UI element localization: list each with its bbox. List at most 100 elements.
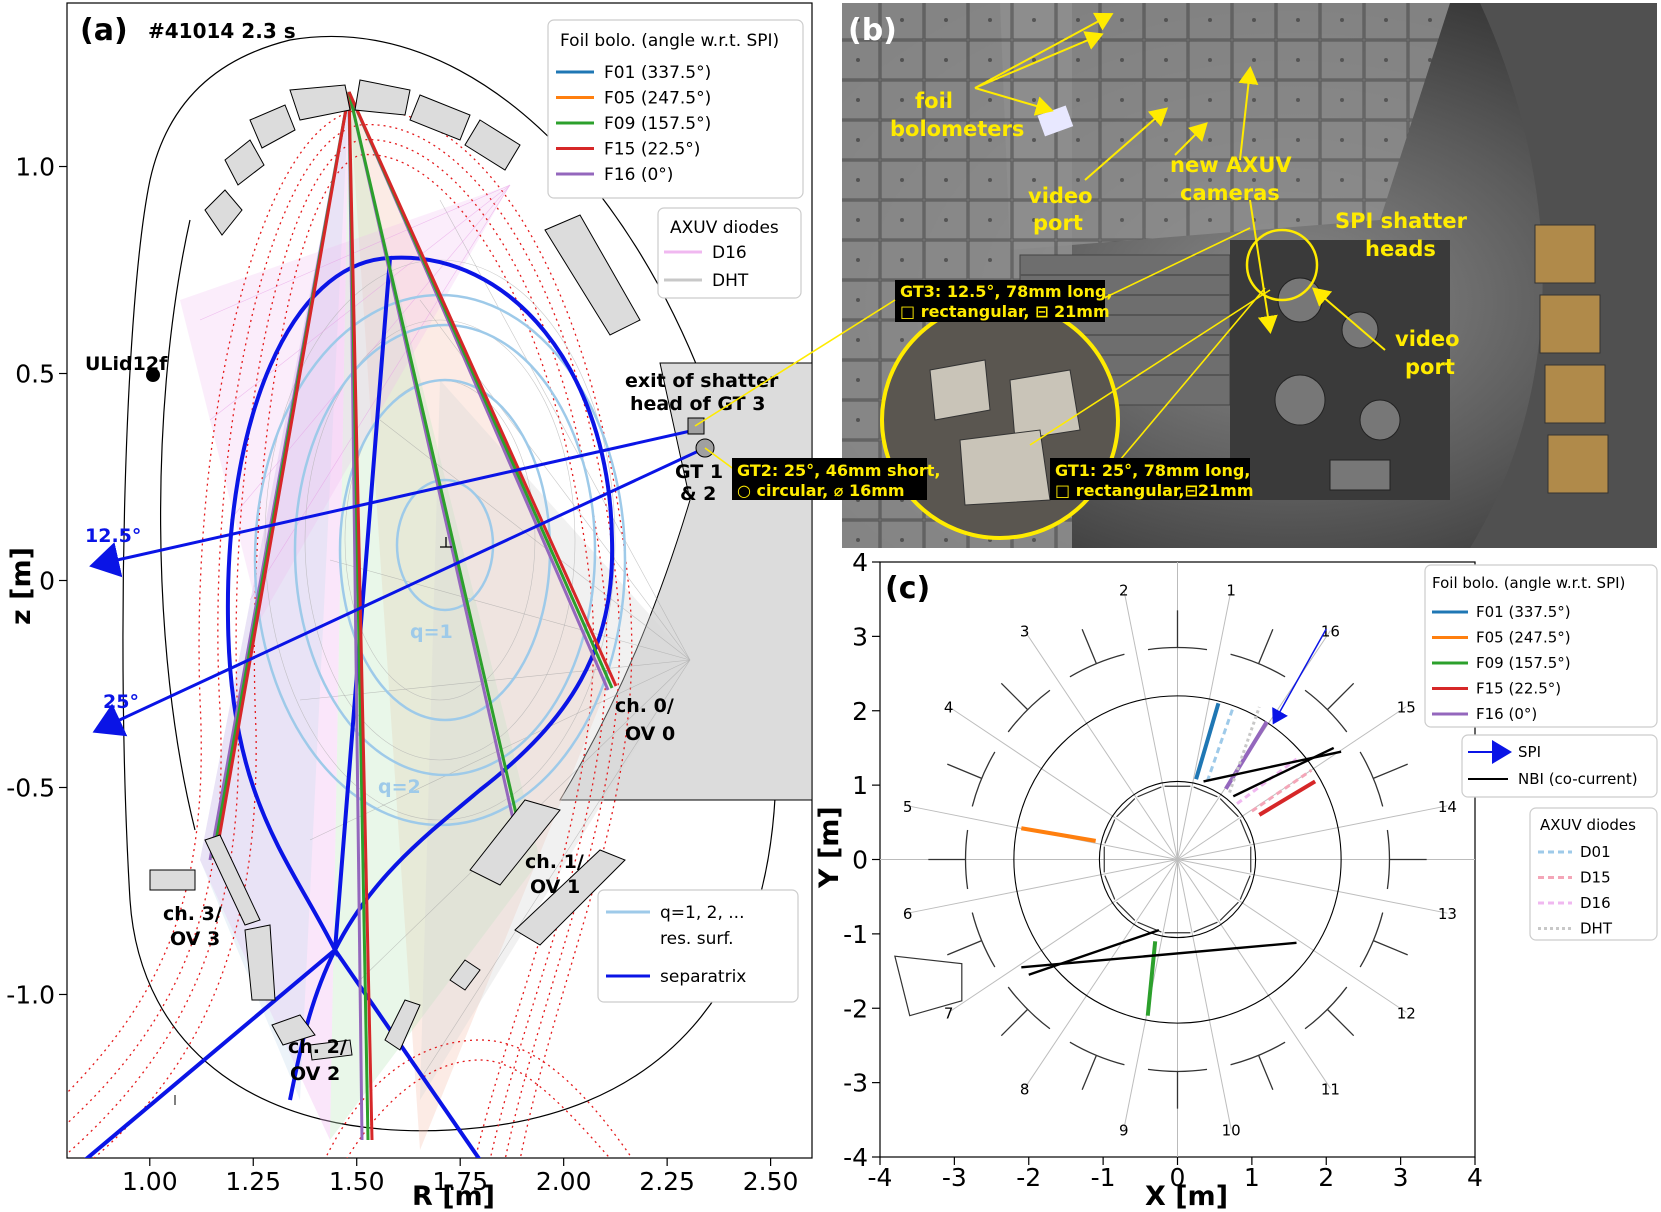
panel-a-ylabel: z [m] bbox=[6, 547, 37, 625]
divertor-structure bbox=[149, 869, 196, 1105]
c-inner-wall-segment bbox=[1219, 798, 1239, 818]
panel-c-xtick-label: 0 bbox=[1170, 1163, 1186, 1192]
panel-a-ytick-label: -0.5 bbox=[6, 773, 55, 802]
c-sector-label: 3 bbox=[1020, 623, 1030, 641]
gt12-label-2: & 2 bbox=[680, 483, 716, 505]
foil-sightlines bbox=[208, 91, 618, 1141]
box-gt2 bbox=[732, 458, 927, 500]
label-foil-1: foil bbox=[915, 89, 953, 113]
c-vessel-segment bbox=[1007, 689, 1051, 733]
c-vessel-segment bbox=[1147, 646, 1208, 651]
spi-highlight-circle bbox=[1245, 228, 1319, 302]
panel-c-xtick-label: 3 bbox=[1393, 1163, 1409, 1192]
panel-c-ytick-label: 1 bbox=[852, 771, 868, 800]
c-port-segment bbox=[1258, 1055, 1274, 1090]
legend-foil-a-entry: F05 (247.5°) bbox=[604, 89, 711, 109]
c-vessel-segment bbox=[971, 912, 996, 968]
c-outer-circle bbox=[1013, 695, 1342, 1024]
photo-equipment-parts bbox=[1274, 277, 1401, 491]
c-sector-label: 9 bbox=[1119, 1121, 1129, 1139]
ch3-label-2: OV 3 bbox=[170, 928, 220, 950]
legend-foil-a-entry: F01 (337.5°) bbox=[604, 63, 711, 83]
c-bolometer-sightline bbox=[1145, 941, 1158, 1016]
c-inner-wall-segment bbox=[1239, 875, 1251, 900]
panel-c-xtick-label: -4 bbox=[868, 1163, 893, 1192]
legend-foil-c-entry: F16 (0°) bbox=[1476, 705, 1537, 723]
ch1-label-1: ch. 1/ bbox=[525, 851, 584, 873]
legend-foil-c: Foil bolo. (angle w.r.t. SPI) F01 (337.5… bbox=[1424, 564, 1658, 728]
c-vessel-segment bbox=[1359, 751, 1384, 807]
fan-dht bbox=[420, 380, 690, 1100]
fan-f01 bbox=[200, 92, 349, 1100]
q2-label: q=2 bbox=[378, 776, 421, 798]
c-sector-spoke bbox=[1177, 805, 1448, 860]
panel-c-xtick-label: 4 bbox=[1467, 1163, 1483, 1192]
panel-c-ytick-label: -2 bbox=[843, 994, 868, 1023]
c-bolometer-sightline bbox=[1205, 706, 1235, 782]
panel-a-xtick-label: 2.50 bbox=[743, 1167, 799, 1196]
c-spi-arrow bbox=[1272, 628, 1327, 725]
panel-a-xtick-label: 1.75 bbox=[432, 1167, 488, 1196]
legend-foil-c-title: Foil bolo. (angle w.r.t. SPI) bbox=[1432, 574, 1625, 592]
legend-foil-c-entry: F09 (157.5°) bbox=[1476, 654, 1571, 672]
c-inner-wall-segment bbox=[1137, 786, 1162, 798]
panel-a-label: (a) bbox=[80, 13, 128, 48]
separatrix-leg-left bbox=[84, 948, 337, 1158]
c-nbi-line bbox=[1021, 941, 1297, 969]
legend-foil-c-entry: F15 (22.5°) bbox=[1476, 680, 1561, 698]
c-sector-label: 15 bbox=[1397, 699, 1416, 717]
c-vessel-segment bbox=[964, 829, 969, 890]
c-port-segment bbox=[1326, 1008, 1355, 1037]
box-gt3-line1: GT3: 12.5°, 78mm long, bbox=[900, 282, 1113, 301]
c-inner-wall-segment bbox=[1104, 875, 1116, 900]
legend-foil-c-entry: F01 (337.5°) bbox=[1476, 603, 1571, 621]
c-sector-spoke bbox=[1177, 859, 1331, 1089]
panel-a-xtick-label: 2.25 bbox=[639, 1167, 695, 1196]
panel-a-xtick-label: 1.50 bbox=[329, 1167, 385, 1196]
gt3-callout-line bbox=[694, 299, 896, 427]
box-gt3 bbox=[895, 280, 1105, 322]
fan-d16-top bbox=[180, 185, 510, 620]
legend-foil-a-entry: F16 (0°) bbox=[604, 165, 673, 185]
c-vessel-segment bbox=[971, 751, 996, 807]
c-inner-circle bbox=[1098, 780, 1257, 939]
panel-c-xlabel: X [m] bbox=[1145, 1181, 1228, 1212]
c-sector-label: 11 bbox=[1321, 1080, 1340, 1098]
c-sector-spoke bbox=[1177, 589, 1232, 860]
c-sector-spoke bbox=[1177, 859, 1232, 1130]
c-port-segment bbox=[1258, 629, 1274, 664]
panel-c-ytick-label: -3 bbox=[843, 1069, 868, 1098]
photo-arrows bbox=[974, 12, 1386, 351]
legend-axuv-a-dht: DHT bbox=[712, 271, 749, 291]
c-sector-label: 2 bbox=[1119, 582, 1129, 600]
c-vessel-segment bbox=[1230, 1041, 1286, 1066]
legend-res-label: res. surf. bbox=[660, 929, 734, 949]
exit-label-1: exit of shatter bbox=[625, 370, 779, 392]
c-sector-label: 4 bbox=[944, 699, 954, 717]
legend-foil-a-entry: F09 (157.5°) bbox=[604, 114, 711, 134]
c-sector-spoke bbox=[1177, 859, 1407, 1013]
c-port-segment bbox=[1373, 940, 1408, 956]
ch1-label-2: OV 1 bbox=[530, 876, 580, 898]
inner-wall bbox=[160, 219, 196, 831]
c-sector-spoke bbox=[948, 706, 1178, 860]
panel-a-xtick-label: 1.00 bbox=[122, 1167, 178, 1196]
spi-arrow-12p5 bbox=[89, 428, 696, 578]
c-vessel-segment bbox=[1304, 986, 1348, 1030]
c-bolometer-sightline bbox=[1251, 769, 1313, 813]
legend-axuv-a: AXUV diodes D16 DHT bbox=[657, 207, 802, 299]
ch0-label-1: ch. 0/ bbox=[615, 695, 674, 717]
label-foil-2: bolometers bbox=[890, 117, 1024, 141]
c-sector-label: 7 bbox=[944, 1004, 954, 1022]
gt2-callout-line bbox=[704, 447, 736, 471]
box-gt2-line1: GT2: 25°, 46mm short, bbox=[737, 461, 940, 480]
first-wall-tiles bbox=[204, 79, 641, 1061]
panel-b: foil bolometers video port new AXUV came… bbox=[842, 3, 1657, 548]
ulid-label: ULid12f bbox=[85, 353, 168, 375]
label-axuv-1: new AXUV bbox=[1170, 153, 1292, 177]
c-inner-wall-segment bbox=[1193, 921, 1218, 933]
panel-c-ylabel: Y [m] bbox=[814, 806, 845, 889]
c-inner-wall-segment bbox=[1116, 901, 1136, 921]
legend-foil-a: Foil bolo. (angle w.r.t. SPI) F01 (337.5… bbox=[547, 19, 804, 199]
